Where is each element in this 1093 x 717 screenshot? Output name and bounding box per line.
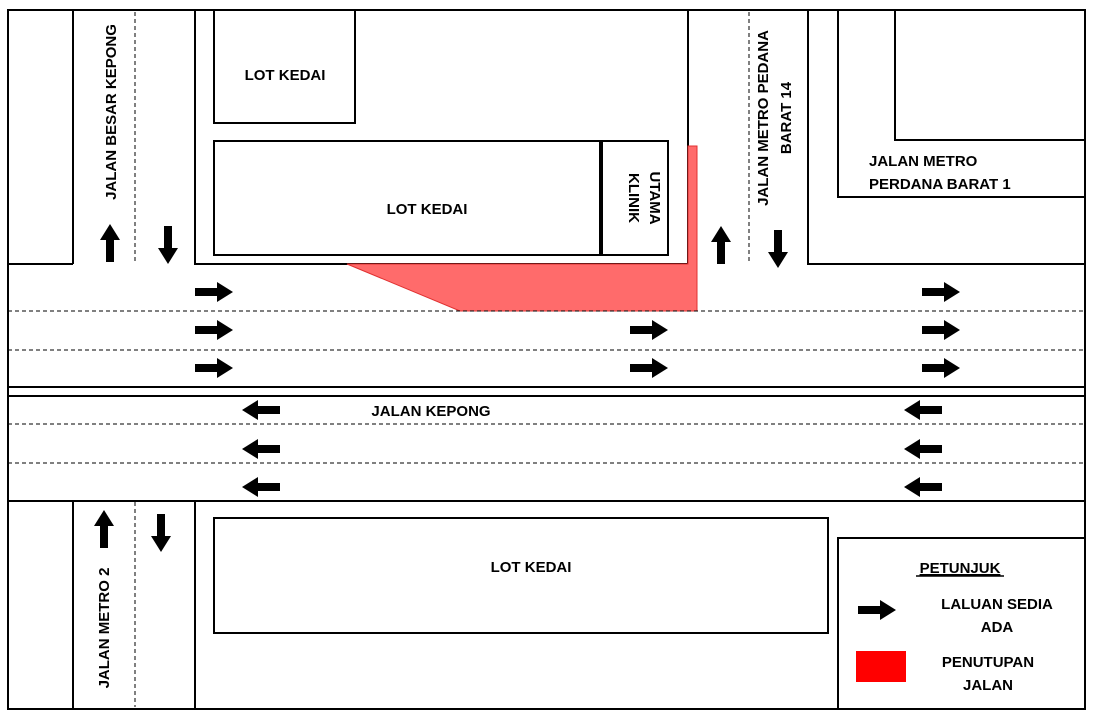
- top-left-block: [8, 10, 74, 265]
- jalan-metro-2-label: JALAN METRO 2: [96, 568, 113, 689]
- jalan-metro-pedana-label-line2: BARAT 14: [778, 81, 795, 154]
- jalan-metro-perdana-barat-1-label-line2: PERDANA BARAT 1: [869, 176, 1011, 193]
- jalan-kepong-westbound: [8, 395, 1085, 502]
- arrow-right-icon: [630, 358, 668, 378]
- legend-title: PETUNJUK: [920, 560, 1001, 577]
- arrow-right-icon: [922, 358, 960, 378]
- arrow-right-icon: [922, 320, 960, 340]
- arrow-up-icon: [94, 510, 114, 548]
- jalan-kepong-label: JALAN KEPONG: [371, 403, 490, 420]
- arrow-right-icon: [195, 358, 233, 378]
- klinik-utama-building: [601, 140, 669, 256]
- legend-red-square-icon: [856, 651, 906, 682]
- arrow-down-icon: [158, 226, 178, 264]
- jalan-metro-pedana-label-line1: JALAN METRO PEDANA: [755, 30, 772, 206]
- klinik-label: KLINIK: [625, 173, 642, 223]
- jalan-besar-kepong-label: JALAN BESAR KEPONG: [103, 24, 120, 200]
- jalan-kepong-eastbound: [8, 310, 1085, 388]
- arrow-down-icon: [151, 514, 171, 552]
- utama-label: UTAMA: [646, 171, 663, 224]
- lot-kedai-top-wide: [213, 140, 601, 256]
- arrow-left-icon: [904, 400, 942, 420]
- legend-existing-route-label-line2: ADA: [981, 619, 1014, 636]
- legend-road-closure-label-line2: JALAN: [963, 677, 1013, 694]
- arrow-up-icon: [100, 224, 120, 262]
- arrow-up-icon: [711, 226, 731, 264]
- lot-kedai-bottom: [213, 517, 829, 634]
- legend-existing-route-label-line1: LALUAN SEDIA: [941, 596, 1053, 613]
- arrow-left-icon: [242, 477, 280, 497]
- top-right-block: [807, 10, 1085, 265]
- lot-kedai-top-wide-label: LOT KEDAI: [387, 201, 468, 218]
- arrow-left-icon: [242, 439, 280, 459]
- lot-kedai-top-small-label: LOT KEDAI: [245, 67, 326, 84]
- lot-kedai-top-small: [213, 9, 356, 124]
- arrow-left-icon: [904, 477, 942, 497]
- jalan-metro-perdana-barat-1-label-line1: JALAN METRO: [869, 153, 978, 170]
- arrow-right-icon: [922, 282, 960, 302]
- arrow-right-icon: [195, 282, 233, 302]
- arrow-left-icon: [242, 400, 280, 420]
- arrow-down-icon: [768, 230, 788, 268]
- legend-road-closure-label-line1: PENUTUPAN: [942, 654, 1034, 671]
- arrow-right-icon: [630, 320, 668, 340]
- lot-kedai-bottom-label: LOT KEDAI: [491, 559, 572, 576]
- map-frame: [7, 9, 1086, 710]
- arrow-right-icon: [195, 320, 233, 340]
- arrow-left-icon: [904, 439, 942, 459]
